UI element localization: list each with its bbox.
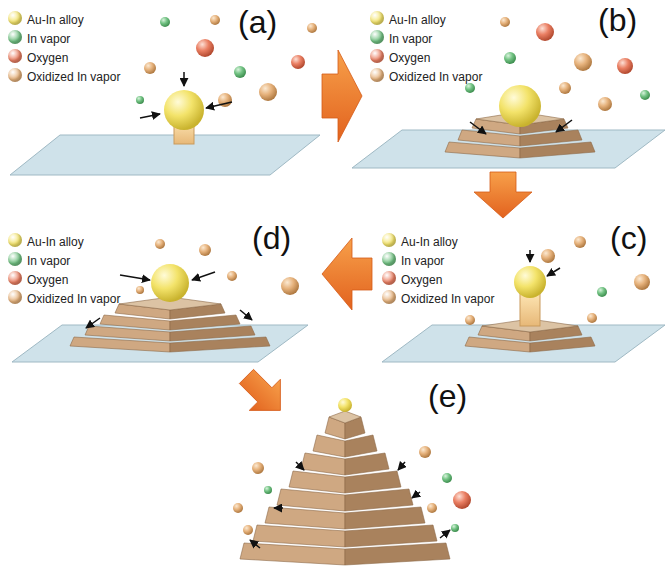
legend-label: In vapor	[27, 32, 70, 46]
deposition-arrows	[86, 72, 572, 548]
legend-row: In vapor	[370, 29, 413, 45]
legend-swatch	[8, 233, 22, 247]
pyramid-c	[465, 266, 595, 352]
legend-label: Oxidized In vapor	[27, 292, 120, 306]
legend-label: Oxidized In vapor	[389, 70, 482, 84]
legend-swatch	[382, 271, 396, 285]
legend-row: Oxygen	[382, 270, 423, 286]
legend-row: Au-In alloy	[8, 10, 65, 26]
panel-label-box: (b)	[598, 2, 637, 38]
legend-swatch	[382, 252, 396, 266]
legend-label: Au-In alloy	[27, 13, 84, 27]
legend-row: Au-In alloy	[8, 232, 65, 248]
legend-swatch	[8, 271, 22, 285]
legend-row: Au-In alloy	[370, 10, 427, 26]
legend-swatch	[370, 68, 384, 82]
legend-label: Oxygen	[27, 273, 68, 287]
nanowire-a	[164, 90, 204, 144]
legend-swatch	[370, 49, 384, 63]
panel-label-box: (e)	[428, 378, 467, 414]
panel-label: (b)	[598, 2, 637, 38]
panel-label-box: (d)	[252, 220, 291, 256]
legend-row: Oxidized In vapor	[8, 67, 101, 83]
panel-label: (d)	[252, 220, 291, 256]
legend-swatch	[382, 233, 396, 247]
legend-swatch	[8, 252, 22, 266]
legend-swatch	[8, 11, 22, 25]
legend-label: Oxygen	[401, 273, 442, 287]
panel-label: (a)	[238, 4, 277, 40]
panel-label-box: (c)	[610, 220, 647, 256]
legend-label: In vapor	[27, 254, 70, 268]
legend-label: Au-In alloy	[27, 235, 84, 249]
substrate-planes	[10, 130, 665, 362]
process-arrow	[474, 172, 532, 218]
legend-row: In vapor	[8, 251, 51, 267]
legend-row: Oxygen	[8, 270, 49, 286]
process-arrow	[322, 238, 372, 310]
legend-label: Oxygen	[389, 51, 430, 65]
substrate	[12, 325, 308, 362]
vapor-particles	[136, 15, 650, 535]
legend-label: In vapor	[401, 254, 444, 268]
legend-row: Oxidized In vapor	[382, 289, 475, 305]
legend-label: Au-In alloy	[401, 235, 458, 249]
panel-label-box: (a)	[238, 4, 277, 40]
pyramid-e	[240, 398, 450, 565]
process-arrows	[231, 50, 532, 426]
process-arrow	[322, 50, 362, 142]
legend-swatch	[8, 290, 22, 304]
legend-row: In vapor	[382, 251, 425, 267]
legend-row: Oxidized In vapor	[370, 67, 463, 83]
legend-swatch	[8, 68, 22, 82]
legend-label: Oxygen	[27, 51, 68, 65]
legend-label: Oxidized In vapor	[27, 70, 120, 84]
legend-row: Au-In alloy	[382, 232, 439, 248]
legend-swatch	[8, 49, 22, 63]
panel-label: (c)	[610, 220, 647, 256]
pyramid-b	[445, 85, 595, 158]
legend-swatch	[8, 30, 22, 44]
legend-label: Au-In alloy	[389, 13, 446, 27]
legend-row: In vapor	[8, 29, 51, 45]
legend-swatch	[382, 290, 396, 304]
legend-row: Oxidized In vapor	[8, 289, 101, 305]
legend-label: Oxidized In vapor	[401, 292, 494, 306]
legend-swatch	[370, 11, 384, 25]
legend-label: In vapor	[389, 32, 432, 46]
legend-swatch	[370, 30, 384, 44]
process-arrow	[231, 361, 296, 426]
pyramid-d	[70, 264, 270, 352]
legend-row: Oxygen	[8, 48, 49, 64]
substrate	[10, 135, 320, 175]
panel-label: (e)	[428, 378, 467, 414]
legend-row: Oxygen	[370, 48, 411, 64]
substrate	[352, 130, 665, 168]
